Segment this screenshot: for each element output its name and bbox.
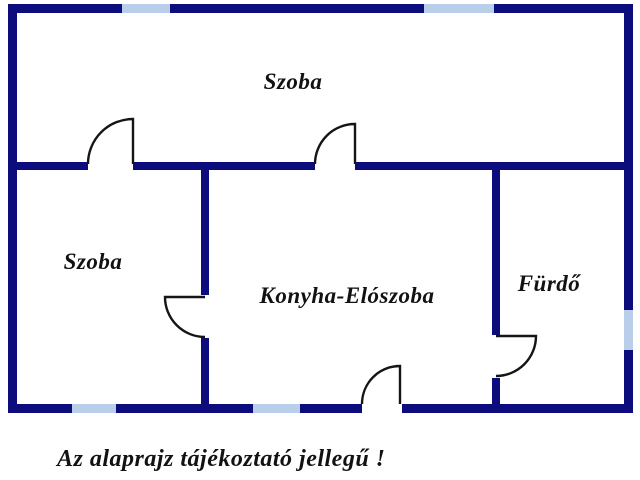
door-szoba-left-to-top	[86, 117, 135, 165]
window-top-left	[122, 4, 170, 13]
outer-wall-top-left	[8, 4, 122, 13]
interior-wall-vertical-left-bottom	[201, 338, 209, 404]
window-top-right	[424, 4, 494, 13]
room-label-szoba-top: Szoba	[263, 69, 323, 94]
outer-wall-top-right	[494, 4, 633, 13]
door-konyha-to-furdo	[495, 334, 538, 378]
window-bottom-middle	[253, 404, 300, 413]
disclaimer-text: Az alaprajz tájékoztató jellegű !	[57, 446, 386, 472]
interior-wall-vertical-right-bottom	[492, 378, 500, 404]
outer-wall-left	[8, 4, 17, 413]
room-label-furdo: Fürdő	[517, 271, 581, 296]
interior-wall-vertical-left-top	[201, 170, 209, 295]
room-label-szoba-left: Szoba	[63, 249, 123, 274]
door-entrance	[360, 364, 402, 405]
outer-wall-bottom-1	[8, 404, 72, 413]
door-konyha-to-szoba-top	[313, 122, 357, 165]
window-right	[624, 310, 633, 350]
door-konyha-to-szoba-left	[163, 295, 206, 339]
outer-wall-bottom-3	[300, 404, 362, 413]
interior-wall-horizontal-3	[355, 162, 633, 170]
outer-wall-top-middle	[170, 4, 424, 13]
interior-wall-horizontal-1	[8, 162, 88, 170]
outer-wall-bottom-2	[116, 404, 253, 413]
interior-wall-vertical-right-top	[492, 170, 500, 335]
outer-wall-right-bottom	[624, 350, 633, 413]
room-label-konyha-eloszoba: Konyha-Elószoba	[259, 283, 435, 308]
outer-wall-right-top	[624, 4, 633, 310]
outer-wall-bottom-4	[402, 404, 633, 413]
interior-wall-horizontal-2	[133, 162, 315, 170]
window-bottom-left	[72, 404, 116, 413]
